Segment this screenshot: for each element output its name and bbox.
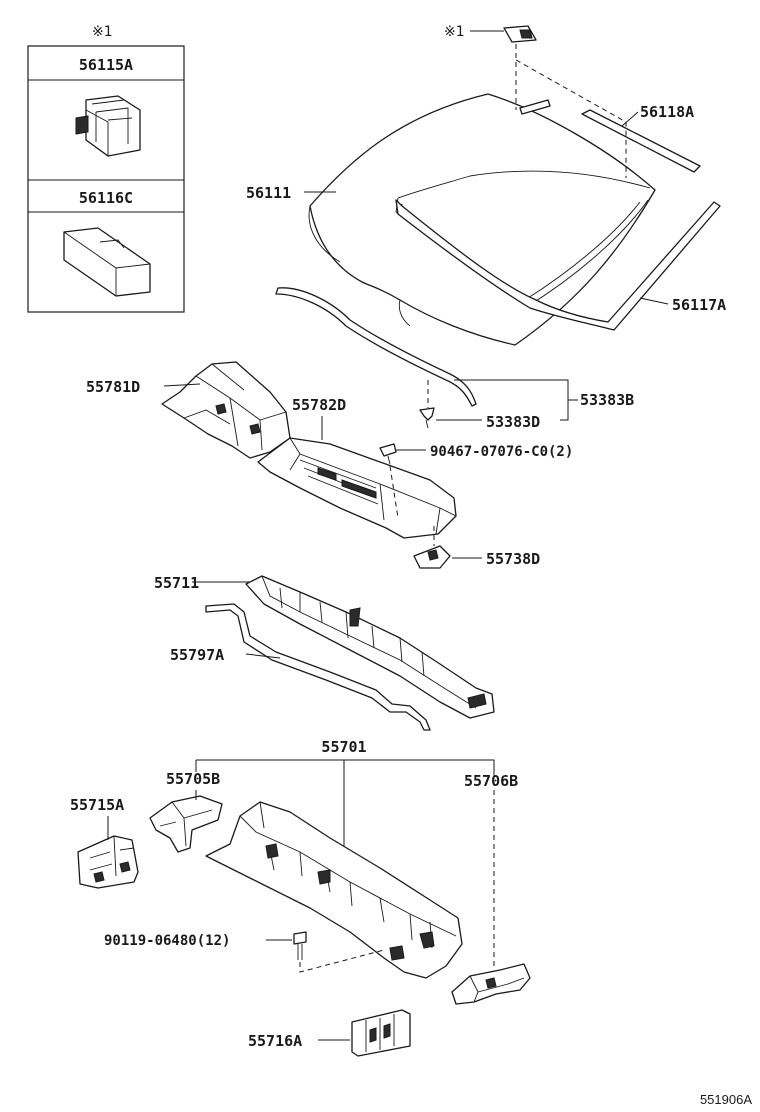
label-56118a: 56118A (640, 103, 694, 121)
label-90119: 90119-06480(12) (104, 933, 230, 949)
label-55797a: 55797A (170, 646, 224, 664)
strip-illustration (63, 227, 151, 297)
cowl-panel-seal (205, 603, 431, 731)
side-molding (395, 199, 721, 331)
upper-molding (519, 99, 701, 173)
label-55738d: 55738D (486, 550, 540, 568)
side-panel-left (77, 835, 139, 889)
label-90467: 90467-07076-C0(2) (430, 444, 573, 460)
cowl-panel-assembly (205, 801, 463, 979)
label-55781d: 55781D (86, 378, 140, 396)
inner-panel (245, 575, 495, 719)
cowl-seal (275, 287, 477, 429)
label-55715a: 55715A (70, 796, 124, 814)
brace-left (149, 795, 223, 853)
clip-illustration (75, 95, 141, 157)
label-55706b: 55706B (464, 772, 518, 790)
label-56117a: 56117A (672, 296, 726, 314)
label-56111: 56111 (246, 184, 291, 202)
label-53383d: 53383D (486, 413, 540, 431)
ventilator-left (161, 361, 291, 459)
label-55711: 55711 (154, 574, 199, 592)
legend-part-56115a: 56115A (79, 56, 133, 74)
windshield-glass (308, 93, 656, 346)
ventilator-right (257, 437, 457, 539)
label-55705b: 55705B (166, 770, 220, 788)
label-55782d: 55782D (292, 396, 346, 414)
label-53383b: 53383B (580, 391, 634, 409)
label-55716a: 55716A (248, 1032, 302, 1050)
screw-90467 (379, 443, 399, 519)
diagram-code: 551906A (700, 1092, 752, 1107)
reinforcement (351, 1009, 411, 1057)
windshield-mark: ※1 (444, 24, 465, 40)
label-55701: 55701 (321, 738, 366, 756)
legend-box: ※1 56115A 56116C (27, 24, 185, 313)
legend-mark: ※1 (92, 24, 113, 40)
legend-part-56116c: 56116C (79, 189, 133, 207)
bracket-55738d (413, 526, 451, 569)
brace-right (451, 963, 531, 1005)
bolt-90119 (293, 931, 385, 973)
